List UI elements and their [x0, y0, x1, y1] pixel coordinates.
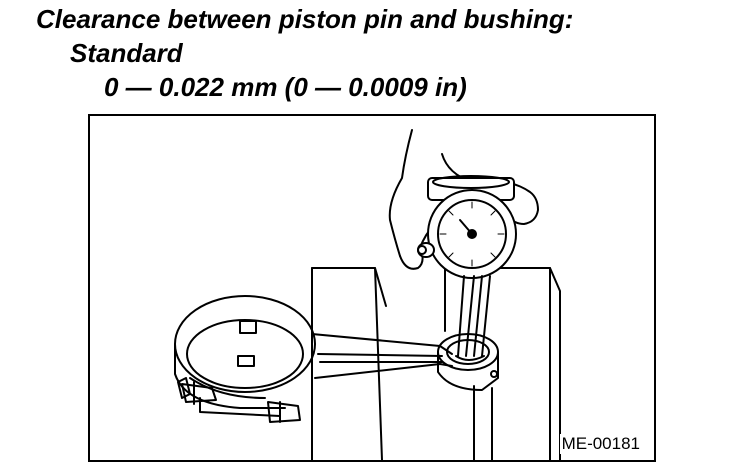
gauge-probes: [455, 275, 491, 361]
cap-bolts: [181, 381, 301, 423]
dial-gauge: [417, 175, 517, 279]
connecting-rod-measurement-illustration: [174, 129, 561, 460]
figure-frame: ME-00181: [88, 114, 656, 462]
small-end-stand: [473, 385, 493, 460]
spec-value: 0 — 0.022 mm (0 — 0.0009 in): [104, 72, 467, 102]
connecting-rod-shank: [311, 333, 453, 379]
spec-title: Clearance between piston pin and bushing…: [36, 4, 574, 34]
gauge-tick-marks: [439, 201, 505, 267]
connecting-rod-big-end: [174, 295, 316, 417]
support-block-left: [311, 267, 387, 460]
spec-label: Standard: [70, 38, 183, 68]
figure-id-label: ME-00181: [559, 434, 642, 454]
